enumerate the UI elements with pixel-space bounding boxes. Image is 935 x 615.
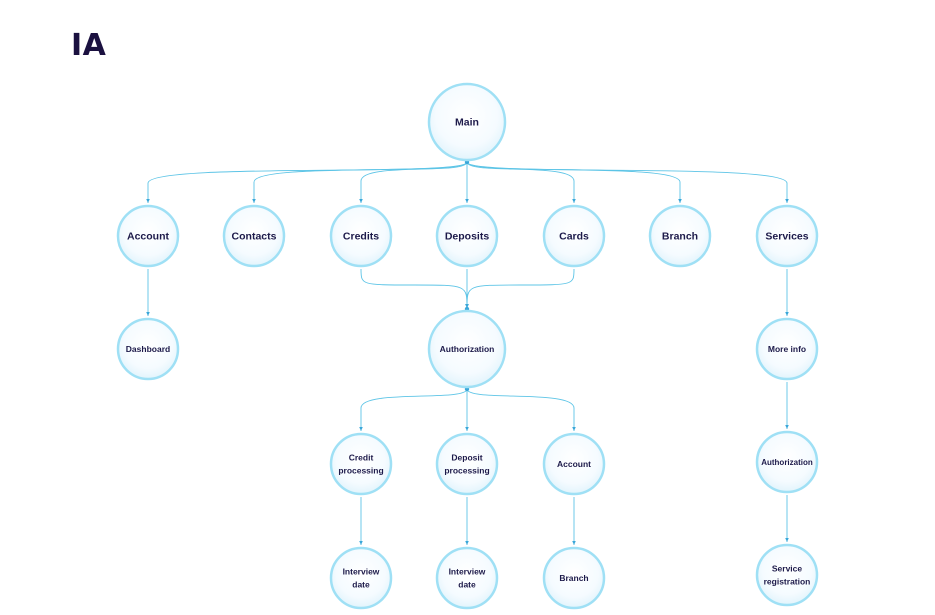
node-circle	[116, 317, 180, 381]
node-circle	[755, 430, 819, 494]
node-contacts: Contacts	[222, 204, 286, 268]
edge-credits-to-authorization	[360, 268, 469, 309]
node-label: Interview	[343, 566, 380, 576]
edge-main-to-cards	[466, 161, 576, 203]
node-circle	[329, 546, 393, 610]
node-circle	[116, 204, 180, 268]
node-credits: Credits	[329, 204, 393, 268]
node-label: date	[352, 580, 370, 590]
edge-cards-to-authorization	[465, 268, 575, 309]
node-label: Authorization	[440, 344, 495, 354]
node-authorization-2: Authorization	[755, 430, 819, 494]
node-main: Main	[427, 82, 507, 162]
edge-authorization-to-account-2	[466, 388, 576, 431]
node-service-registration: Service registration	[755, 543, 819, 607]
node-circle	[435, 432, 499, 496]
node-credit-processing: Credit processing	[329, 432, 393, 496]
node-circle	[222, 204, 286, 268]
node-circle	[542, 546, 606, 610]
node-label: processing	[338, 466, 383, 476]
node-label: Contacts	[232, 231, 277, 243]
edge-authorization-to-credit-processing	[359, 388, 468, 431]
node-deposit-processing: Deposit processing	[435, 432, 499, 496]
node-label: Account	[557, 459, 591, 469]
edges-layer	[146, 159, 789, 545]
node-label: Branch	[662, 231, 698, 243]
node-circle	[755, 204, 819, 268]
node-circle	[427, 309, 507, 389]
node-circle	[435, 204, 499, 268]
node-account: Account	[116, 204, 180, 268]
node-label: Main	[455, 117, 479, 129]
node-dashboard: Dashboard	[116, 317, 180, 381]
node-label: registration	[764, 577, 811, 587]
node-label: processing	[444, 466, 489, 476]
node-services: Services	[755, 204, 819, 268]
node-label: date	[458, 580, 476, 590]
node-circle	[542, 204, 606, 268]
node-label: Cards	[559, 231, 589, 243]
node-more-info: More info	[755, 317, 819, 381]
node-account-2: Account	[542, 432, 606, 496]
node-label: Branch	[559, 573, 588, 583]
node-label: Services	[765, 231, 808, 243]
node-branch-2: Branch	[542, 546, 606, 610]
node-deposits: Deposits	[435, 204, 499, 268]
node-authorization: Authorization	[427, 309, 507, 389]
node-circle	[435, 546, 499, 610]
edge-main-to-services	[466, 161, 789, 203]
node-label: Dashboard	[126, 344, 170, 354]
node-label: Deposits	[445, 231, 490, 243]
node-label: Account	[127, 231, 170, 243]
node-circle	[329, 432, 393, 496]
node-circle	[648, 204, 712, 268]
node-label: Credits	[343, 231, 379, 243]
diagram-title: IA	[71, 28, 107, 63]
edge-main-to-credits	[359, 161, 468, 203]
node-label: Credit	[349, 452, 374, 462]
node-label: Authorization	[761, 458, 813, 467]
edge-main-to-account	[146, 161, 468, 203]
node-circle	[755, 543, 819, 607]
node-circle	[542, 432, 606, 496]
node-circle	[427, 82, 507, 162]
edge-main-to-contacts	[252, 161, 468, 203]
node-branch: Branch	[648, 204, 712, 268]
node-label: Service	[772, 563, 803, 573]
node-interview-date-2: Interview date	[435, 546, 499, 610]
node-label: Deposit	[451, 452, 482, 462]
node-circle	[755, 317, 819, 381]
node-label: Interview	[449, 566, 486, 576]
node-circle	[329, 204, 393, 268]
node-label: More info	[768, 344, 806, 354]
node-cards: Cards	[542, 204, 606, 268]
node-interview-date-1: Interview date	[329, 546, 393, 610]
